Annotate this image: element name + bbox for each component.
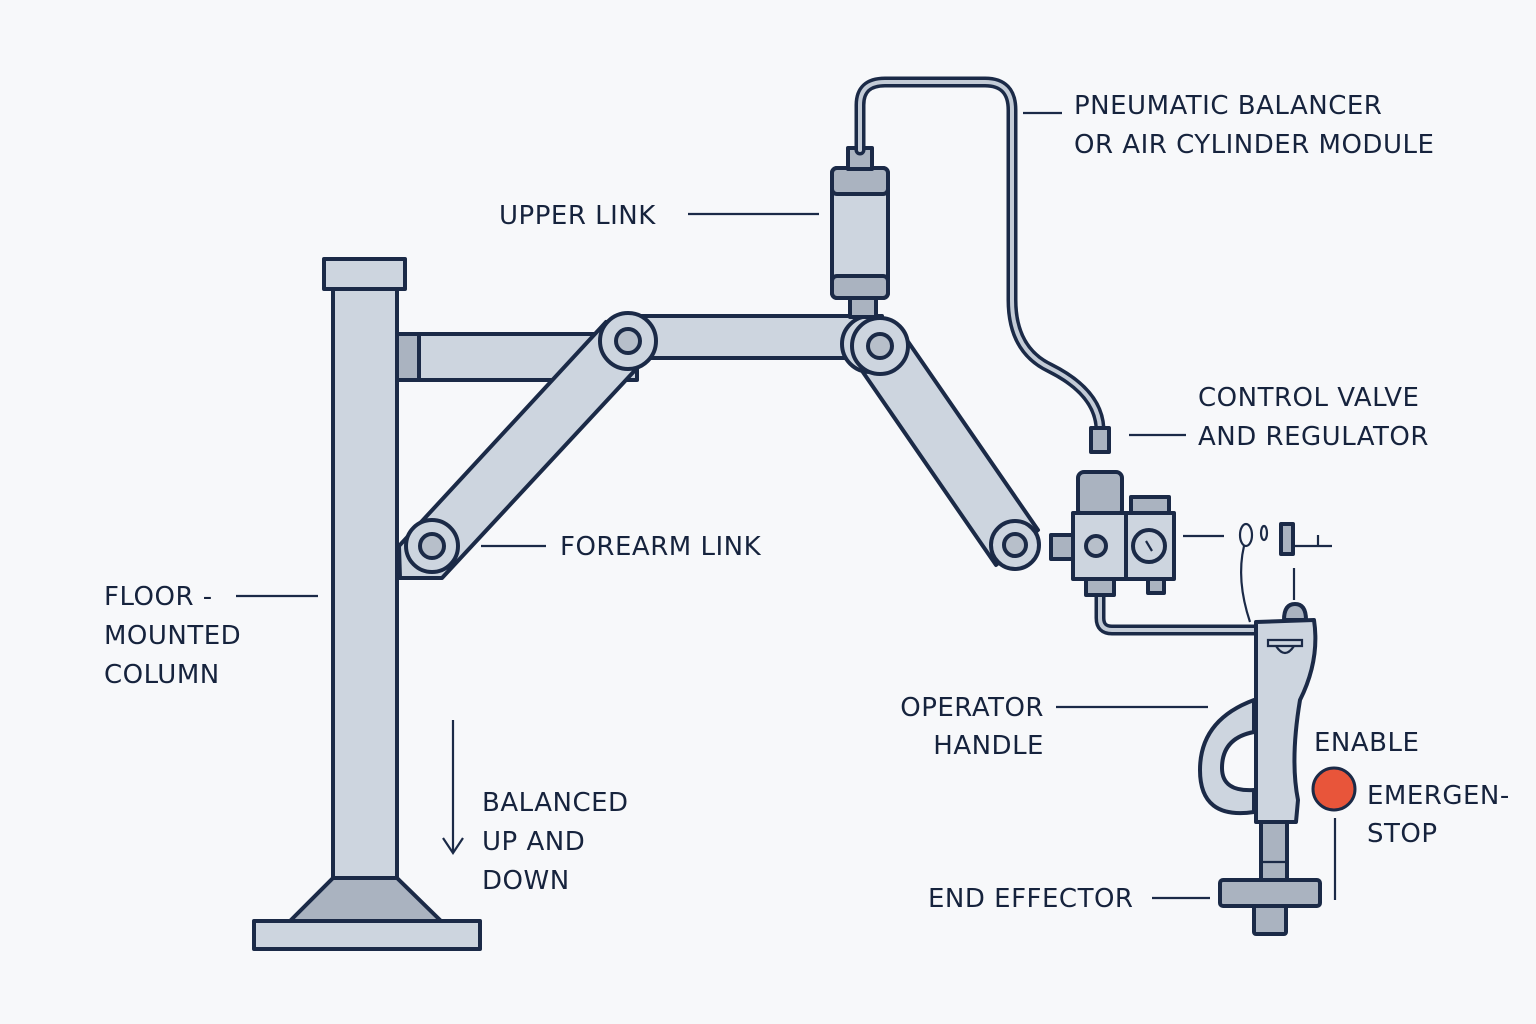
column-cap <box>322 257 407 291</box>
elbow-joint <box>840 314 910 376</box>
label-upper-link: UPPER LINK <box>499 201 656 231</box>
forearm-link <box>397 320 654 580</box>
label-forearm-link: FOREARM LINK <box>560 532 762 562</box>
valve-side-port <box>1049 533 1075 561</box>
cylinder-bottom-cap <box>830 274 890 300</box>
column-base-plate <box>252 919 482 951</box>
handle-shaft <box>1259 820 1289 882</box>
emergency-stop-button <box>1311 766 1357 812</box>
label-balanced-1: BALANCED <box>482 788 629 818</box>
label-pneumatic-balancer-2: OR AIR CYLINDER MODULE <box>1074 130 1434 160</box>
label-control-valve-1: CONTROL VALVE <box>1198 383 1419 413</box>
label-operator-handle-2: HANDLE <box>933 731 1044 761</box>
label-enable: ENABLE <box>1314 728 1419 758</box>
pneumatic-cylinder <box>830 146 890 319</box>
label-emergency-stop-1: EMERGEN- <box>1367 781 1510 811</box>
label-floor-column-3: COLUMN <box>104 660 220 690</box>
enable-trigger-icon <box>1275 645 1295 655</box>
label-floor-column-2: MOUNTED <box>104 621 241 651</box>
end-effector-tool <box>1252 904 1288 936</box>
upper-link-left-pin <box>614 327 642 355</box>
label-balanced-3: DOWN <box>482 866 570 896</box>
boom-mount <box>395 332 421 382</box>
lower-arm-end-pin <box>1002 532 1028 558</box>
column-base-flange <box>288 875 443 923</box>
valve-outlet <box>1084 577 1116 597</box>
handle-body <box>1254 618 1318 824</box>
column-post <box>331 286 399 880</box>
operator-handle <box>1198 602 1318 882</box>
forearm-link-bar <box>397 320 654 580</box>
elbow-pin <box>866 332 894 360</box>
air-hose <box>854 76 1268 636</box>
down-arrow-icon <box>442 720 464 855</box>
label-control-valve-2: AND REGULATOR <box>1198 422 1429 452</box>
handle-grip-loop <box>1198 698 1256 816</box>
label-floor-column-1: FLOOR - <box>104 582 213 612</box>
upper-link-bar <box>624 314 884 360</box>
label-operator-handle-1: OPERATOR <box>900 693 1044 723</box>
label-emergency-stop-2: STOP <box>1367 819 1438 849</box>
control-valve-regulator <box>1049 426 1332 623</box>
floor-mounted-column <box>252 257 482 951</box>
handle-top-button <box>1282 602 1308 622</box>
forearm-lower-pin <box>418 532 446 560</box>
regulator-drain <box>1146 577 1166 595</box>
end-effector-plate <box>1218 878 1322 908</box>
end-effector <box>1218 878 1322 936</box>
valve-hose-fitting <box>1089 426 1111 454</box>
signal-wire <box>1240 545 1252 623</box>
valve-port <box>1084 534 1108 558</box>
label-balanced-2: UP AND <box>482 827 585 857</box>
regulator-cap <box>1129 495 1171 515</box>
switch-symbol-icon <box>1238 522 1254 548</box>
label-pneumatic-balancer-1: PNEUMATIC BALANCER <box>1074 91 1382 121</box>
label-end-effector: END EFFECTOR <box>928 884 1134 914</box>
valve-neck <box>1076 470 1124 518</box>
upper-link <box>598 311 884 371</box>
cylinder-top-cap <box>830 166 890 196</box>
enable-switch-symbol <box>1279 522 1295 556</box>
